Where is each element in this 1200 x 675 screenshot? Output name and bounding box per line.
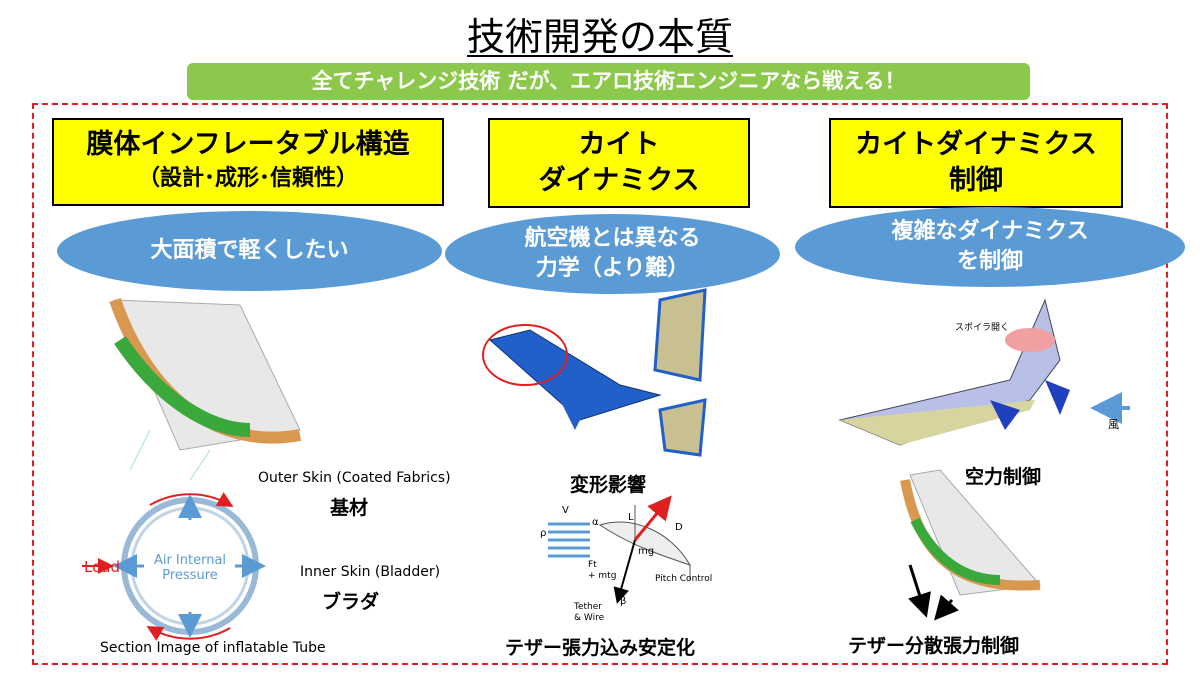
page-title: 技術開発の本質 <box>466 15 733 59</box>
control-wing-render <box>838 298 1130 446</box>
inner-skin-jp-label: ブラダ <box>322 591 380 613</box>
spoiler-label: スポイラ開く <box>955 323 1010 333</box>
heading-kite-control: カイトダイナミクス 制御 <box>829 118 1123 208</box>
diagram-alpha: α <box>592 517 599 528</box>
diagram-tether: Tether & Wire <box>574 602 604 624</box>
wing-deformation-renders <box>482 288 707 457</box>
heading-kite-line1: カイト <box>578 129 660 160</box>
heading-control-line1: カイトダイナミクス <box>855 129 1097 160</box>
diagram-lift: L <box>628 512 634 523</box>
pressure-label: Air Internal Pressure <box>145 553 235 583</box>
tether-control-label: テザー分散張力制御 <box>848 635 1020 657</box>
content-frame <box>32 103 1168 665</box>
heading-kite-dynamics: カイト ダイナミクス <box>488 118 750 208</box>
diagram-ft: Ft + mtg <box>588 560 616 582</box>
oval-text-line2: を制御 <box>956 249 1023 274</box>
deformation-label: 変形影響 <box>570 474 647 496</box>
inflatable-tube-section <box>82 492 266 641</box>
load-label: Load <box>84 558 120 576</box>
heading-control-line2: 制御 <box>949 165 1003 196</box>
aero-control-label: 空力制御 <box>965 466 1042 488</box>
outer-skin-jp-label: 基材 <box>330 497 369 519</box>
heading-kite-line2: ダイナミクス <box>538 165 700 196</box>
force-diagram <box>548 495 692 604</box>
oval-text-line2: 力学（より難） <box>535 256 690 281</box>
heading-membrane-structure: 膜体インフレータブル構造 （設計･成形･信頼性） <box>52 118 444 206</box>
goal-oval-mechanics: 航空機とは異なる 力学（より難） <box>445 214 780 294</box>
diagram-drag: D <box>675 522 683 533</box>
kite-tether-illustration <box>900 469 1041 621</box>
heading-membrane-line1: 膜体インフレータブル構造 <box>86 129 410 160</box>
pressure-line2: Pressure <box>162 568 218 583</box>
diagram-mg: mg <box>638 546 655 557</box>
oval-text-line1: 航空機とは異なる <box>524 226 701 251</box>
outer-skin-label: Outer Skin (Coated Fabrics) <box>258 470 451 486</box>
heading-membrane-line2: （設計･成形･信頼性） <box>137 166 358 191</box>
ft-line1: Ft <box>588 560 597 570</box>
inner-skin-label: Inner Skin (Bladder) <box>300 564 441 580</box>
summary-banner: 全てチャレンジ技術 だが、エアロ技術エンジニアなら戦える！ <box>187 63 1030 100</box>
wind-label: 風 <box>1108 418 1119 431</box>
tether-line1: Tether <box>574 602 602 612</box>
tether-line2: & Wire <box>574 613 605 623</box>
pressure-line1: Air Internal <box>153 553 227 568</box>
diagram-v: V <box>562 505 569 516</box>
oval-text: 大面積で軽くしたい <box>150 238 349 263</box>
tether-stabilization-label: テザー張力込み安定化 <box>505 637 696 659</box>
goal-oval-lightweight: 大面積で軽くしたい <box>57 211 442 291</box>
tube-caption: Section Image of inflatable Tube <box>100 640 326 656</box>
goal-oval-control: 複雑なダイナミクス を制御 <box>795 207 1185 287</box>
diagram-pitch: Pitch Control <box>655 574 713 584</box>
ft-line2: + mtg <box>588 571 617 581</box>
oval-text-line1: 複雑なダイナミクス <box>891 219 1089 244</box>
diagram-rho: ρ <box>540 528 547 539</box>
inflatable-kite-illustration <box>109 298 302 481</box>
diagram-beta: β <box>620 596 627 607</box>
